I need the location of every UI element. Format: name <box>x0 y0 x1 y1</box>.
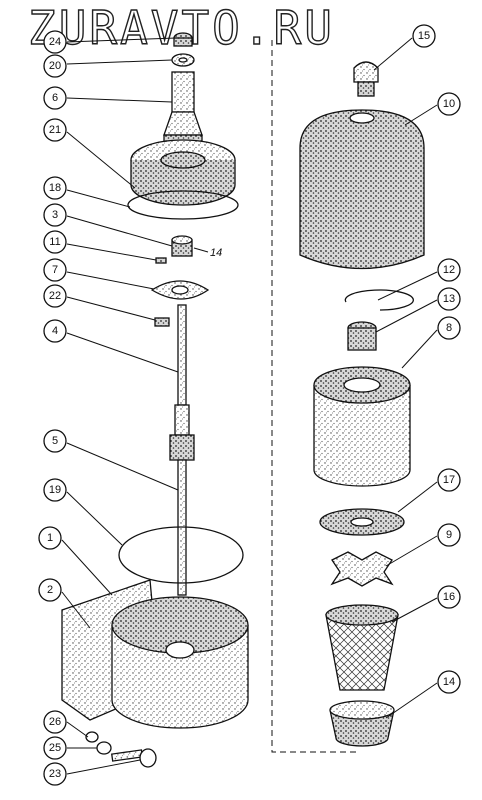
svg-text:4: 4 <box>52 325 58 337</box>
svg-text:3: 3 <box>52 209 58 221</box>
callout-25: 25 <box>43 736 67 760</box>
svg-text:8: 8 <box>446 322 452 334</box>
part-spring-plate-9 <box>330 551 394 587</box>
part-filter-cover-8 <box>313 366 411 487</box>
part-washer-26 <box>85 731 99 743</box>
callout-19: 19 <box>43 478 67 502</box>
watermark-text: ZURAVTO.RU <box>28 1 335 55</box>
callout-4: 4 <box>43 319 67 343</box>
part-rotor-body-21 <box>130 139 236 206</box>
svg-text:2: 2 <box>47 584 53 596</box>
callout-11: 11 <box>43 230 67 254</box>
part-washer-20 <box>171 53 195 67</box>
svg-text:18: 18 <box>49 182 61 194</box>
callout-20: 20 <box>43 54 67 78</box>
svg-text:19: 19 <box>49 484 61 496</box>
part-pin-11 <box>155 257 167 264</box>
callout-18: 18 <box>43 176 67 200</box>
callout-1: 1 <box>38 526 62 550</box>
part-shaft-4 <box>169 304 195 461</box>
svg-text:25: 25 <box>49 742 61 754</box>
callout-6: 6 <box>43 86 67 110</box>
svg-text:10: 10 <box>443 98 455 110</box>
callout-15: 15 <box>412 24 436 48</box>
part-nozzle-3 <box>171 235 193 257</box>
callout-3: 3 <box>43 203 67 227</box>
callout-23: 23 <box>43 762 67 786</box>
svg-text:9: 9 <box>446 529 452 541</box>
callout-21: 21 <box>43 118 67 142</box>
label-14-plain: 14 <box>210 247 222 259</box>
svg-text:24: 24 <box>49 36 61 48</box>
svg-text:16: 16 <box>443 591 455 603</box>
part-strainer-16 <box>325 604 399 691</box>
callout-10: 10 <box>437 92 461 116</box>
part-filter-body-1 <box>111 596 249 729</box>
svg-text:26: 26 <box>49 716 61 728</box>
part-screw-22 <box>154 317 170 327</box>
svg-text:20: 20 <box>49 60 61 72</box>
svg-text:15: 15 <box>418 30 430 42</box>
part-rotor-cap-10 <box>299 109 425 270</box>
leader-lines <box>61 37 438 775</box>
svg-text:5: 5 <box>52 435 58 447</box>
svg-text:12: 12 <box>443 264 455 276</box>
part-disc-17 <box>319 508 405 536</box>
part-retaining-ring-12 <box>344 289 414 311</box>
assembly-dashed-line <box>271 40 360 753</box>
callout-5: 5 <box>43 429 67 453</box>
callout-9: 9 <box>437 523 461 547</box>
callout-24: 24 <box>43 30 67 54</box>
svg-text:23: 23 <box>49 768 61 780</box>
svg-text:1: 1 <box>47 532 53 544</box>
svg-text:11: 11 <box>49 236 60 248</box>
callout-13: 13 <box>437 287 461 311</box>
part-nut-24 <box>173 32 193 47</box>
part-washer-25 <box>96 741 112 755</box>
part-cap-nut-15 <box>353 61 379 97</box>
callout-8: 8 <box>437 316 461 340</box>
callout-12: 12 <box>437 258 461 282</box>
part-gasket-18 <box>127 190 239 220</box>
callout-14-bottom: 14 <box>437 670 461 694</box>
callout-7: 7 <box>43 258 67 282</box>
svg-text:21: 21 <box>49 124 61 136</box>
callout-26: 26 <box>43 710 67 734</box>
part-base-ring-14 <box>329 700 395 747</box>
callout-2: 2 <box>38 578 62 602</box>
callout-17: 17 <box>437 468 461 492</box>
svg-text:6: 6 <box>52 92 58 104</box>
svg-text:17: 17 <box>443 474 455 486</box>
svg-text:14: 14 <box>443 676 455 688</box>
part-flange-7 <box>150 280 210 300</box>
part-gasket-19 <box>118 526 244 584</box>
callout-16: 16 <box>437 585 461 609</box>
part-nut-13 <box>347 321 377 351</box>
part-bolt-23 <box>110 748 157 768</box>
callout-22: 22 <box>43 284 67 308</box>
svg-text:7: 7 <box>52 264 58 276</box>
svg-text:22: 22 <box>49 290 61 302</box>
svg-text:13: 13 <box>443 293 455 305</box>
